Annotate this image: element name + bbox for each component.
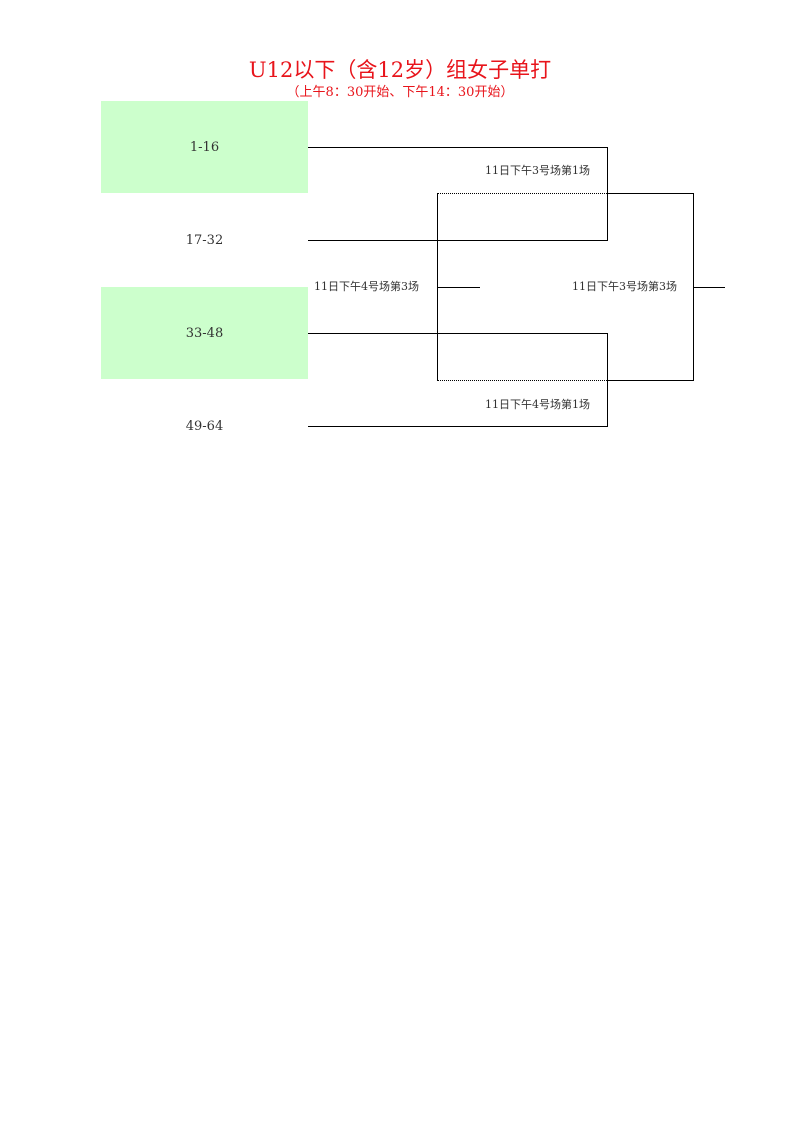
bracket-line-dotted	[437, 193, 607, 194]
bracket-line	[308, 426, 607, 427]
bracket-line	[607, 147, 608, 241]
match-label-final: 11日下午3号场第3场	[572, 280, 677, 293]
match-label-semifinal-bottom: 11日下午4号场第1场	[485, 398, 590, 411]
seed-slot-3: 33-48	[101, 287, 308, 379]
seed-label: 17-32	[185, 232, 224, 248]
seed-label: 1-16	[189, 139, 220, 155]
match-label-third-place: 11日下午4号场第3场	[314, 280, 419, 293]
bracket-line	[308, 147, 607, 148]
seed-label: 33-48	[185, 325, 224, 341]
seed-slot-1: 1-16	[101, 101, 308, 193]
bracket-line	[437, 287, 480, 288]
seed-label: 49-64	[185, 418, 224, 434]
bracket-line	[308, 333, 607, 334]
seed-slot-2: 17-32	[101, 194, 308, 286]
page-title: U12以下（含12岁）组女子单打	[248, 58, 552, 82]
schedule-subtitle: （上午8：30开始、下午14：30开始）	[286, 85, 514, 100]
bracket-line	[693, 287, 725, 288]
bracket-line	[607, 380, 693, 381]
bracket-line	[607, 193, 693, 194]
match-label-semifinal-top: 11日下午3号场第1场	[485, 164, 590, 177]
seed-slot-4: 49-64	[101, 380, 308, 472]
bracket-line-dotted	[437, 380, 607, 381]
bracket-line	[308, 240, 607, 241]
